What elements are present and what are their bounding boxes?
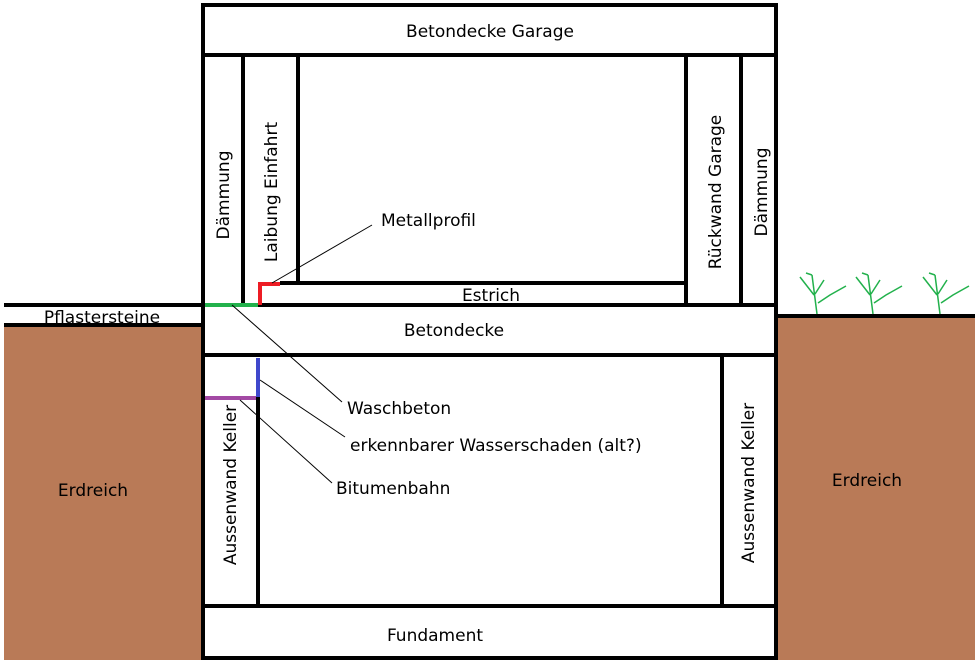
label-betondecke: Betondecke <box>404 321 504 341</box>
label-wasserschaden: erkennbarer Wasserschaden (alt?) <box>350 436 642 456</box>
metallprofil-marker <box>258 282 280 305</box>
label-erdreich-left: Erdreich <box>58 481 128 501</box>
label-metallprofil: Metallprofil <box>381 211 476 231</box>
label-erdreich-right: Erdreich <box>832 471 902 491</box>
grass-icon <box>799 272 970 315</box>
label-aussenwand-keller-left: Aussenwand Keller <box>221 405 241 565</box>
label-bitumenbahn: Bitumenbahn <box>336 479 450 499</box>
label-aussenwand-keller-right: Aussenwand Keller <box>739 403 759 563</box>
label-laibung-einfahrt: Laibung Einfahrt <box>262 122 282 263</box>
leader-lines <box>231 224 373 484</box>
label-fundament: Fundament <box>387 626 483 646</box>
building-outline <box>201 3 778 660</box>
label-betondecke-garage: Betondecke Garage <box>406 22 574 42</box>
label-estrich: Estrich <box>462 286 520 306</box>
label-daemmung-right: Dämmung <box>752 148 772 237</box>
label-waschbeton: Waschbeton <box>347 399 451 419</box>
structure-lines <box>4 3 975 660</box>
earth-right <box>778 318 975 660</box>
label-daemmung-left: Dämmung <box>214 151 234 240</box>
earth-left <box>4 326 201 660</box>
label-rueckwand-garage: Rückwand Garage <box>706 115 726 270</box>
label-pflastersteine: Pflastersteine <box>44 308 160 328</box>
